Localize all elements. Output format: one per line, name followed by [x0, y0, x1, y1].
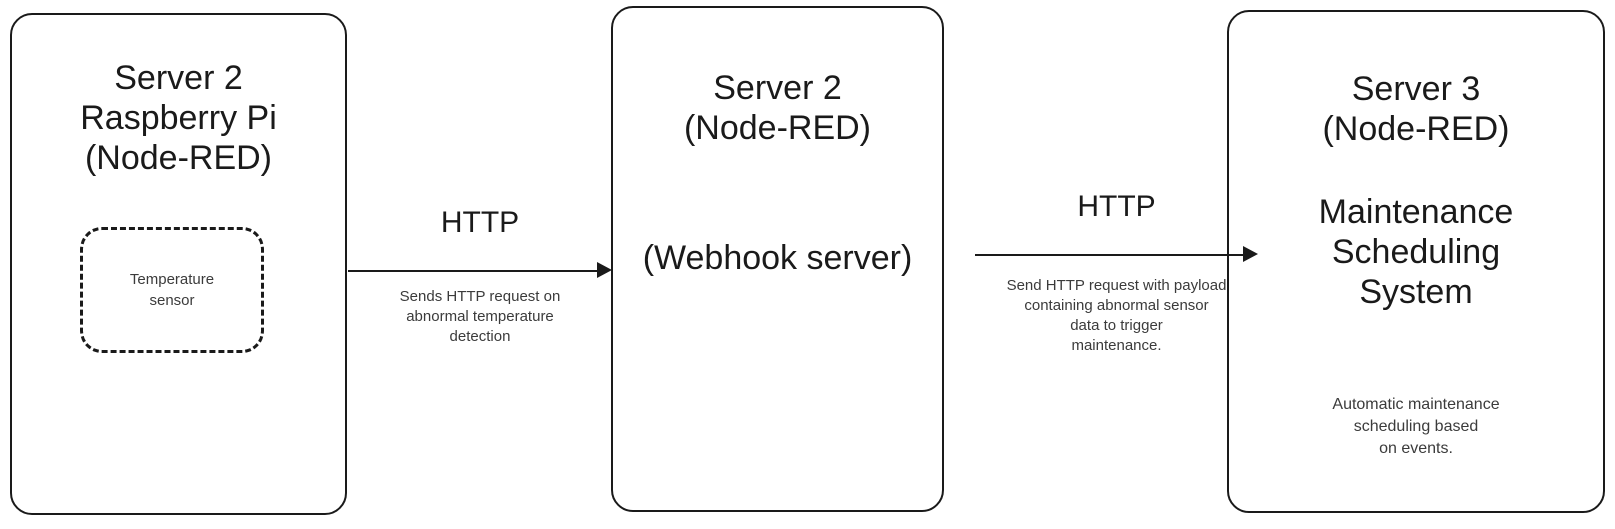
- node-footnote: Automatic maintenance scheduling based o…: [1332, 396, 1500, 457]
- edge-protocol-label: HTTP: [440, 206, 520, 239]
- node-title: Server 2 Raspberry Pi (Node-RED): [80, 59, 277, 177]
- edge-protocol-label: HTTP: [1077, 190, 1156, 223]
- temperature-sensor-box[interactable]: Temperature sensor: [80, 227, 264, 353]
- edge-line: [348, 270, 598, 272]
- arrowhead-icon: [1243, 246, 1258, 262]
- arrowhead-icon: [597, 262, 612, 278]
- node-server2-raspberry-pi[interactable]: Server 2 Raspberry Pi (Node-RED) Tempera…: [10, 13, 347, 515]
- node-server2-webhook[interactable]: Server 2 (Node-RED) (Webhook server): [611, 6, 944, 512]
- edge-description-label: Send HTTP request with payload containin…: [1006, 277, 1227, 354]
- node-title-top: Server 2 (Node-RED): [683, 69, 872, 147]
- node-title-top: Server 3 (Node-RED): [1322, 70, 1510, 148]
- node-title-mid: Maintenance Scheduling System: [1318, 193, 1514, 311]
- edge-description-label: Sends HTTP request on abnormal temperatu…: [399, 288, 561, 345]
- edge-line: [975, 254, 1244, 256]
- temperature-sensor-label: Temperature sensor: [129, 271, 215, 309]
- node-title-mid: (Webhook server): [642, 239, 913, 277]
- node-server3-maintenance[interactable]: Server 3 (Node-RED) Maintenance Scheduli…: [1227, 10, 1605, 513]
